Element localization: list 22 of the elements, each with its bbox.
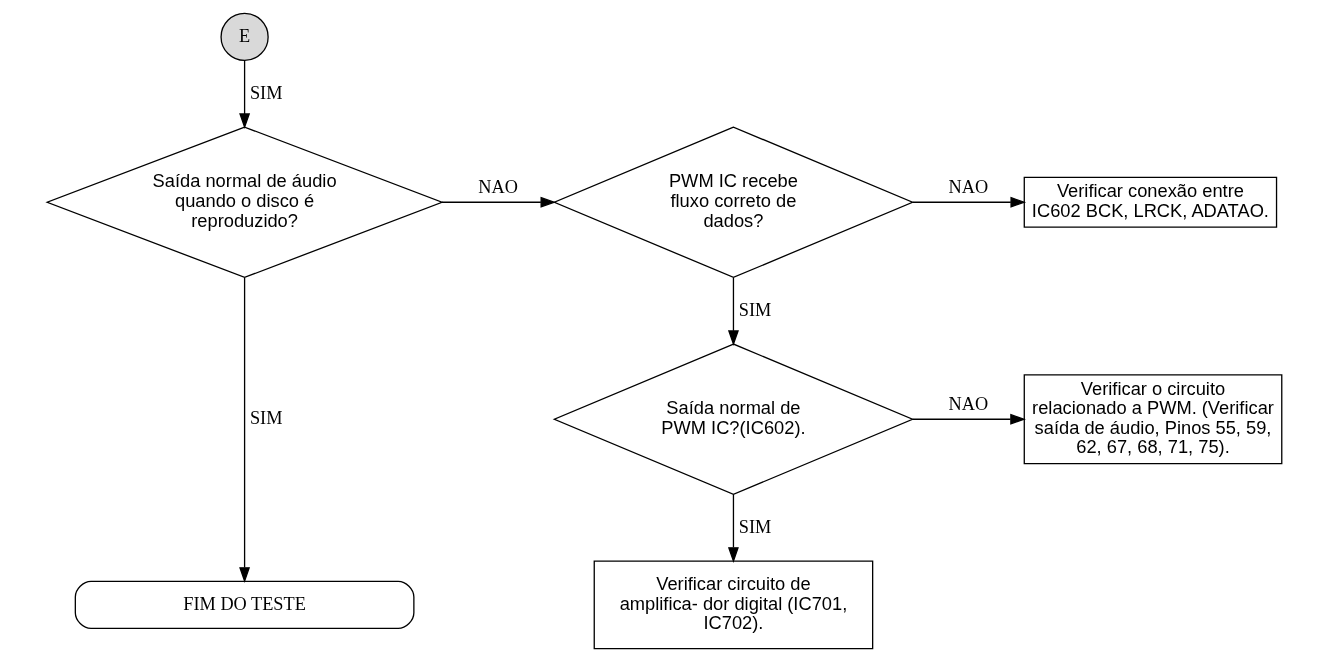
- node-diamond: Saída normal de áudio quando o disco é reproduzido?: [45, 126, 444, 279]
- arrow: [239, 277, 251, 583]
- node-box: Verificar o circuito relacionado a PWM. (Verificar saída de áudio, Pinos 55, 59, 62, 67, 68, 71, 75).: [1023, 374, 1283, 465]
- edge-label: SIM: [249, 82, 283, 103]
- node-box: Verificar circuito de amplifica- dor digital (IC701, IC702).: [593, 560, 874, 650]
- node-diamond: PWM IC recebe fluxo correto de dados?: [552, 126, 915, 279]
- edge-label: NAO: [948, 177, 989, 198]
- edge-label: NAO: [478, 177, 518, 198]
- edge-label: SIM: [738, 516, 772, 537]
- arrow: [727, 277, 739, 347]
- node-box: FIM DO TESTE: [74, 580, 415, 629]
- arrow: [912, 196, 1027, 208]
- node-box: Verificar conexão entre IC602 BCK, LRCK, ADATAO.: [1023, 176, 1278, 228]
- edge-label: NAO: [948, 394, 989, 415]
- arrow: [911, 413, 1026, 425]
- edge-label: SIM: [738, 299, 772, 320]
- arrow: [727, 493, 739, 563]
- arrow: [239, 59, 251, 130]
- node-diamond: Saída normal de PWM IC?(IC602).: [552, 343, 915, 496]
- node-circle: E: [220, 12, 269, 62]
- edge-label: SIM: [249, 408, 283, 429]
- arrow: [441, 196, 557, 208]
